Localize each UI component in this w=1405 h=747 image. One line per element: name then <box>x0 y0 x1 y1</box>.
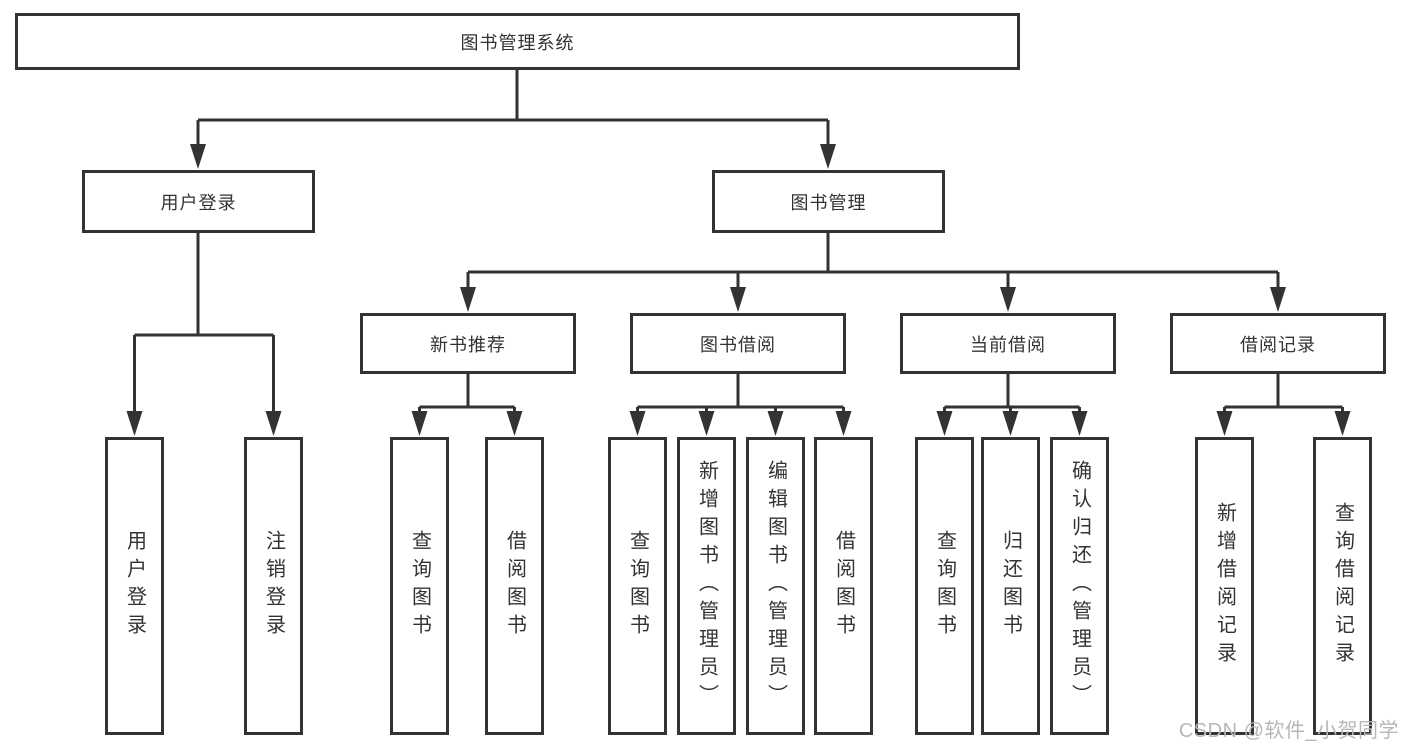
leaf-add-book-admin: 新增图书（管理员） <box>677 437 736 735</box>
leaf-add-borrow-record-label: 新增借阅记录 <box>1213 502 1236 670</box>
leaf-return-book-label: 归还图书 <box>999 530 1022 642</box>
arrow-down-icon <box>126 411 143 436</box>
node-library-management-system: 图书管理系统 <box>15 13 1020 70</box>
arrow-down-icon <box>460 287 476 312</box>
connector-borrow-records-to-leaves <box>1216 374 1351 436</box>
arrow-down-icon <box>1334 411 1351 436</box>
arrow-down-icon <box>835 411 852 436</box>
leaf-search-books-current: 查询图书 <box>915 437 974 735</box>
leaf-add-borrow-record: 新增借阅记录 <box>1195 437 1254 735</box>
leaf-confirm-return-admin: 确认归还（管理员） <box>1050 437 1109 735</box>
leaf-edit-book-admin: 编辑图书（管理员） <box>746 437 805 735</box>
connector-user-login-to-leaves <box>126 233 282 436</box>
leaf-search-books-borrow-label: 查询图书 <box>626 530 649 642</box>
node-user-login: 用户登录 <box>82 170 315 233</box>
arrow-down-icon <box>411 411 428 436</box>
leaf-borrow-books-recommend: 借阅图书 <box>485 437 544 735</box>
leaf-borrow-books: 借阅图书 <box>814 437 873 735</box>
leaf-search-borrow-record-label: 查询借阅记录 <box>1331 502 1354 670</box>
leaf-search-books-current-label: 查询图书 <box>933 530 956 642</box>
arrow-down-icon <box>936 411 953 436</box>
leaf-search-borrow-record: 查询借阅记录 <box>1313 437 1372 735</box>
leaf-logout: 注销登录 <box>244 437 303 735</box>
node-borrow-records: 借阅记录 <box>1170 313 1386 374</box>
connector-new-book-recommend-to-leaves <box>411 374 523 436</box>
leaf-user-login-label: 用户登录 <box>123 530 146 642</box>
leaf-edit-book-admin-label: 编辑图书（管理员） <box>764 460 787 712</box>
leaf-add-book-admin-label: 新增图书（管理员） <box>695 460 718 712</box>
arrow-down-icon <box>1071 411 1088 436</box>
leaf-user-login: 用户登录 <box>105 437 164 735</box>
arrow-down-icon <box>1000 287 1016 312</box>
arrow-down-icon <box>265 411 282 436</box>
leaf-confirm-return-admin-label: 确认归还（管理员） <box>1068 460 1091 712</box>
arrow-down-icon <box>190 144 206 169</box>
leaf-borrow-books-label: 借阅图书 <box>832 530 855 642</box>
arrow-down-icon <box>1002 411 1019 436</box>
arrow-down-icon <box>1216 411 1233 436</box>
node-current-borrow: 当前借阅 <box>900 313 1116 374</box>
arrow-down-icon <box>730 287 746 312</box>
leaf-search-books-recommend: 查询图书 <box>390 437 449 735</box>
arrow-down-icon <box>629 411 646 436</box>
leaf-logout-label: 注销登录 <box>262 530 285 642</box>
leaf-search-books-recommend-label: 查询图书 <box>408 530 431 642</box>
node-book-borrow: 图书借阅 <box>630 313 846 374</box>
csdn-watermark: CSDN @软件_小贺同学 <box>1178 720 1399 742</box>
leaf-search-books-borrow: 查询图书 <box>608 437 667 735</box>
connector-book-borrow-to-leaves <box>629 374 852 436</box>
connector-book-management-to-level3 <box>460 233 1286 312</box>
arrow-down-icon <box>767 411 784 436</box>
node-book-management: 图书管理 <box>712 170 945 233</box>
leaf-borrow-books-recommend-label: 借阅图书 <box>503 530 526 642</box>
arrow-down-icon <box>1270 287 1286 312</box>
node-new-book-recommend: 新书推荐 <box>360 313 576 374</box>
arrow-down-icon <box>698 411 715 436</box>
connector-current-borrow-to-leaves <box>936 374 1088 436</box>
arrow-down-icon <box>506 411 523 436</box>
leaf-return-book: 归还图书 <box>981 437 1040 735</box>
connector-root-to-level2 <box>190 70 836 169</box>
arrow-down-icon <box>820 144 836 169</box>
